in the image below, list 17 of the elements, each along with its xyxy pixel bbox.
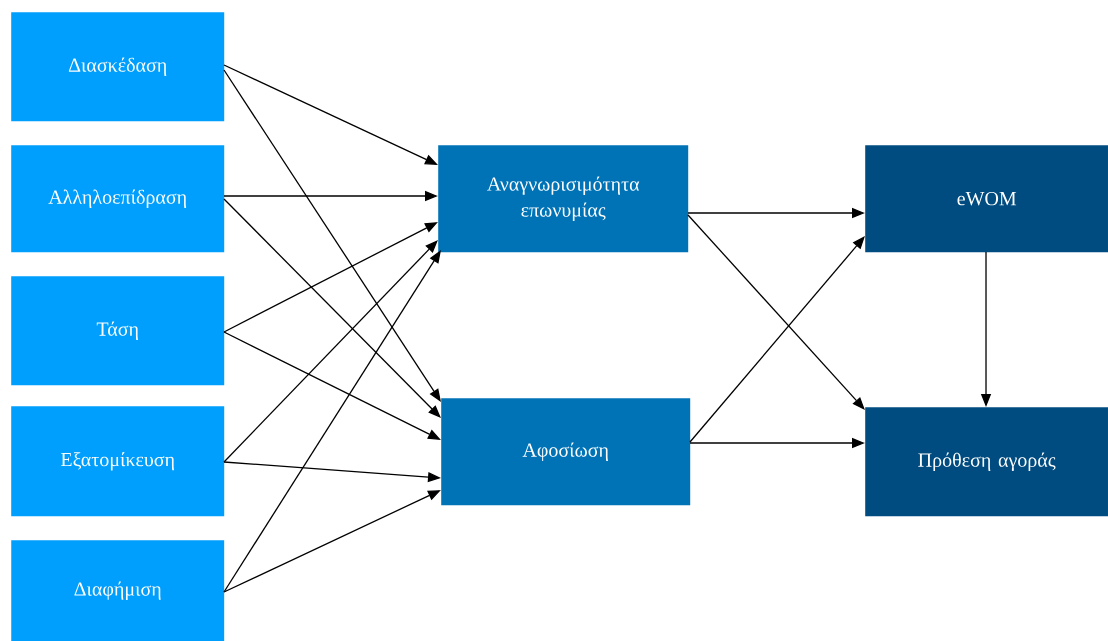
arrow — [689, 236, 865, 443]
process-box: eWOM — [865, 145, 1108, 253]
process-box: Εξατομίκευση — [11, 406, 225, 517]
arrow — [223, 331, 441, 440]
arrow — [223, 69, 441, 402]
arrow — [223, 222, 438, 333]
process-box: Διασκέδαση — [11, 12, 225, 122]
arrow — [687, 214, 865, 410]
process-box: Αλληλοεπίδραση — [11, 145, 225, 253]
process-box: Αφοσίωση — [441, 398, 691, 506]
process-box: Πρόθεση αγοράς — [865, 407, 1108, 517]
arrow — [223, 198, 441, 418]
process-box: Τάση — [11, 276, 225, 386]
arrow — [223, 250, 441, 593]
process-box: Διαφήμιση — [11, 540, 225, 641]
arrow — [223, 240, 438, 463]
process-box: Αναγνωρισιμότητα επωνυμίας — [438, 145, 689, 253]
